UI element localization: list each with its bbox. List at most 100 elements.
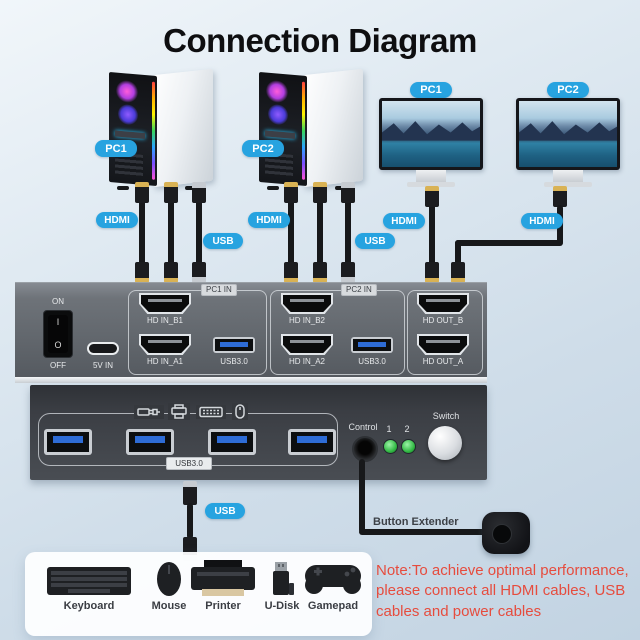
- usb-plug: [183, 481, 197, 505]
- hdmi-out-a-port: [417, 334, 469, 355]
- pc2-in-tab: PC2 IN: [341, 284, 377, 296]
- peripheral-label: Keyboard: [63, 600, 115, 612]
- port-cavity: [283, 336, 331, 353]
- cable-wire: [168, 203, 174, 262]
- note-line: Note:To achieve optimal performance,: [376, 562, 629, 579]
- page-title: Connection Diagram: [163, 22, 477, 59]
- monitor1-screen: [379, 98, 483, 170]
- hdmi-cable: [283, 182, 299, 283]
- keyboard-icon: [39, 559, 139, 597]
- usb-c-power-port: [87, 342, 119, 355]
- switch-button: [428, 426, 462, 460]
- cable-wire: [187, 503, 193, 539]
- hdmi-plug: [313, 262, 327, 283]
- control-jack: [352, 436, 378, 462]
- panel-edge: [15, 377, 487, 383]
- usb3-front-port: [288, 429, 336, 455]
- usb-plug: [192, 182, 206, 203]
- hdmi-in-a2-port: [281, 334, 333, 355]
- monitor1-badge: PC1: [410, 82, 452, 98]
- usb-badge: USB: [205, 503, 245, 519]
- led2-indicator: [401, 439, 416, 454]
- port-cavity: [141, 295, 189, 312]
- usb3-front-port: [44, 429, 92, 455]
- monitor-stand: [553, 170, 583, 182]
- output-group-box: [407, 290, 483, 375]
- note-line: please connect all HDMI cables, USB: [376, 582, 626, 600]
- switch-label: Switch: [432, 411, 460, 421]
- pc1-tower-front: [109, 71, 157, 187]
- control-label: Control: [348, 422, 378, 432]
- usb3-port: [351, 337, 393, 353]
- peripheral-gamepad: Gamepad: [297, 559, 369, 612]
- hdmi-in-b1-label: HD IN_B1: [146, 316, 183, 325]
- port-tongue: [290, 299, 324, 302]
- port-cavity: [419, 336, 467, 353]
- cable-wire: [455, 240, 461, 266]
- peripheral-mouse: Mouse: [137, 559, 201, 612]
- printer-icon: [168, 403, 190, 420]
- port-cavity: [283, 295, 331, 312]
- rgb-fan-icon: [268, 103, 288, 126]
- usb3-label: USB3.0: [220, 357, 248, 366]
- rgb-fan-icon: [118, 103, 138, 126]
- hdmi-cable: [134, 182, 150, 283]
- hdmi-in-a1-port: [139, 334, 191, 355]
- button-extender-device: [482, 512, 530, 554]
- pc2-tower-side: [303, 68, 363, 188]
- note-text: Note:To achieve optimal performance, ple…: [376, 561, 634, 622]
- hdmi-cable: [312, 182, 328, 283]
- cable-wire: [196, 203, 202, 262]
- hdmi-in-b1-port: [139, 293, 191, 314]
- hdmi-badge: HDMI: [383, 213, 425, 229]
- tower-foot: [185, 186, 197, 190]
- cable-wire: [288, 203, 294, 262]
- printer-icon: [181, 559, 265, 597]
- tower-foot: [267, 186, 279, 190]
- monitor2-badge: PC2: [547, 82, 589, 98]
- peripheral-label: Mouse: [151, 600, 187, 612]
- rocker-on-mark: I: [56, 317, 60, 327]
- peripheral-keyboard: Keyboard: [39, 559, 139, 612]
- cable-wire: [317, 203, 323, 262]
- pc2-tower-front: [259, 71, 307, 187]
- power-off-label: OFF: [50, 361, 66, 370]
- led1-indicator: [383, 439, 398, 454]
- usb-cable: [340, 182, 356, 283]
- hdmi-cable: [163, 182, 179, 283]
- hdmi-plug: [425, 262, 439, 283]
- rocker-off-mark: O: [54, 340, 62, 350]
- usb-plug: [192, 262, 206, 283]
- usb3-label: USB3.0: [358, 357, 386, 366]
- rgb-strip: [152, 81, 155, 180]
- usb3-port: [213, 337, 255, 353]
- hdmi-in-b2-label: HD IN_B2: [288, 316, 325, 325]
- pc1-tower-side: [153, 68, 213, 188]
- kvm-back-panel: ON I O OFF 5V IN PC1 IN HD IN_B1 HD IN_A…: [15, 282, 487, 377]
- hdmi-in-b2-port: [281, 293, 333, 314]
- hdmi-badge: HDMI: [521, 213, 563, 229]
- peripheral-udisk: U-Disk: [253, 559, 311, 612]
- hdmi-plug: [284, 182, 298, 203]
- hdmi-out-a-label: HD OUT_A: [422, 357, 464, 366]
- monitor2: [516, 98, 620, 187]
- hdmi-in-a2-label: HD IN_A2: [288, 357, 325, 366]
- monitor-stand: [416, 170, 446, 182]
- hdmi-cable: [424, 186, 440, 283]
- usb-plug: [341, 182, 355, 203]
- monitor1: [379, 98, 483, 187]
- pc1-tower: [93, 68, 223, 190]
- hdmi-plug: [164, 182, 178, 203]
- peripheral-label: U-Disk: [264, 600, 300, 612]
- wallpaper: [382, 101, 480, 167]
- pc1-in-tab: PC1 IN: [201, 284, 237, 296]
- power-on-label: ON: [52, 297, 64, 306]
- usb-badge: USB: [355, 233, 395, 249]
- usb-plug: [341, 262, 355, 283]
- pc2-tower-badge: PC2: [242, 140, 284, 157]
- hdmi-plug: [135, 262, 149, 283]
- wallpaper: [519, 101, 617, 167]
- port-tongue: [426, 299, 460, 302]
- led1-label: 1: [386, 424, 392, 434]
